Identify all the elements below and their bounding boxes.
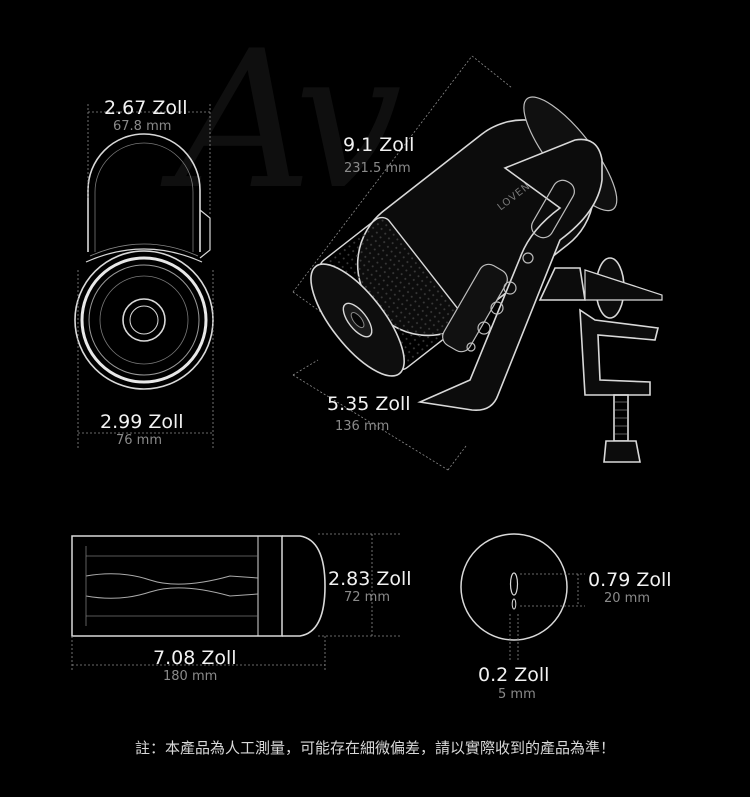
- diameter-mm: 76 mm: [116, 433, 163, 448]
- entry-drawing: [460, 533, 568, 641]
- height-label: 9.1 Zoll 231.5 mm: [343, 134, 414, 177]
- height-mm: 231.5 mm: [344, 161, 411, 176]
- depth-mm: 136 mm: [335, 419, 390, 434]
- sleeve-width-inch: 2.83 Zoll: [328, 568, 412, 590]
- entry-height-mm: 20 mm: [604, 591, 651, 606]
- depth-inch: 5.35 Zoll: [327, 393, 411, 415]
- entry-width-inch: 0.2 Zoll: [478, 664, 550, 686]
- top-width-mm: 67.8 mm: [113, 119, 172, 134]
- sleeve-drawing: [71, 535, 326, 637]
- entry-height-label: 0.79 Zoll 20 mm: [588, 569, 672, 607]
- front-view-dim-lines: [77, 104, 214, 448]
- entry-height-inch: 0.79 Zoll: [588, 569, 672, 591]
- height-inch: 9.1 Zoll: [343, 134, 415, 156]
- sleeve-width-mm: 72 mm: [344, 590, 391, 605]
- sleeve-width-label: 2.83 Zoll 72 mm: [328, 568, 412, 606]
- sleeve-length-inch: 7.08 Zoll: [153, 647, 237, 669]
- depth-label: 5.35 Zoll 136 mm: [327, 393, 411, 435]
- sleeve-length-label: 7.08 Zoll 180 mm: [153, 647, 237, 685]
- diameter-label: 2.99 Zoll 76 mm: [100, 411, 184, 449]
- measurement-note: 註：本產品為人工測量，可能存在細微偏差，請以實際收到的產品為準！: [134, 739, 615, 757]
- top-width-inch: 2.67 Zoll: [104, 97, 188, 119]
- diameter-inch: 2.99 Zoll: [100, 411, 184, 433]
- device-drawing: LOVENSE: [292, 55, 663, 471]
- front-view-drawing: [74, 133, 214, 390]
- top-width-label: 2.67 Zoll 67.8 mm: [104, 97, 188, 135]
- entry-width-label: 0.2 Zoll 5 mm: [478, 664, 549, 703]
- sleeve-length-mm: 180 mm: [163, 669, 218, 684]
- sleeve-dim-lines: [71, 533, 400, 670]
- entry-dim-lines: [509, 573, 585, 660]
- entry-width-mm: 5 mm: [498, 687, 536, 702]
